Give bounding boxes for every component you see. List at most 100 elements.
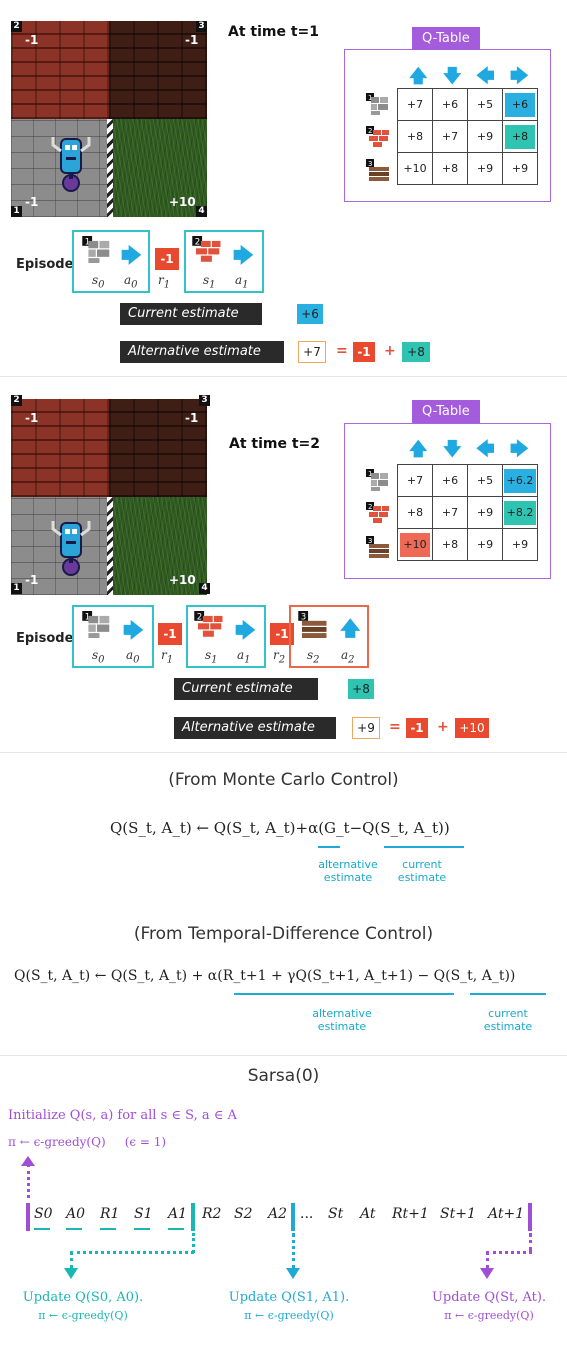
seq-r2: R2 [202,1206,222,1222]
qtable-cell: +9 [467,496,503,529]
equals-sign: = [389,719,401,735]
corner-number-3: 3 [199,395,210,406]
seq-underline [100,1228,116,1230]
state-2-icon: 2 [192,236,221,262]
state-1-icon: 1 [366,469,388,491]
label-line: alternative [312,1007,372,1020]
label-line: current [402,858,442,871]
next-q-term: +10 [455,718,489,738]
state-3-icon: 3 [298,611,327,638]
update-block-2: Update Q(S1, A1). π ← ϵ-greedy(Q) [214,1290,364,1322]
label-line: estimate [483,1020,533,1033]
qtable-cell: +5 [467,88,503,121]
qtable-cell: +9 [502,528,538,561]
seq-underline [66,1228,82,1230]
svg-text:1: 1 [368,94,372,102]
state-2-icon: 2 [194,611,223,637]
qtable-cell: +9 [467,152,503,185]
cell-value-1: -1 [25,195,39,209]
alternative-estimate-value: +9 [352,717,380,739]
svg-text:2: 2 [195,238,200,248]
seq-st1: St+1 [440,1206,476,1222]
label-a2: a2 [341,648,355,666]
svg-text:1: 1 [85,238,90,248]
qtable: +7 +6 +5 +6.2 +8 +7 +9 +8.2 +10 +8 +9 +9 [397,464,538,561]
update-line: Update Q(S1, A1). [228,1290,350,1305]
right-arrow-icon: 🡆 [121,243,142,267]
update-line: Update Q(St, At). [431,1290,547,1305]
equals-sign: = [336,343,348,359]
qtable: +7 +6 +5 +6 +8 +7 +9 +8 +10 +8 +9 +9 [397,88,538,185]
update-connector-3 [486,1251,489,1269]
label-line: alternative [318,858,378,871]
qtable-cell-highlight: +6 [502,88,538,121]
panel-time-2: -1 -1 -1 +10 2 3 1 4 At time t=2 Q-Table… [0,381,567,749]
svg-text:2: 2 [368,503,372,511]
grid-world: -1 -1 -1 +10 [11,399,207,595]
left-arrow-icon: 🡄 [476,66,495,87]
next-q-term: +8 [402,342,430,362]
qtable-cell: +6 [432,464,468,497]
alternative-estimate-label: Alternative estimate [174,717,336,739]
svg-text:3: 3 [368,160,372,168]
separator [0,752,567,753]
sequence-bar-1 [191,1203,195,1231]
qtable-cell: +10 [397,152,433,185]
state-1-icon: 1 [82,236,110,263]
seq-a2: A2 [268,1206,288,1222]
label-line: current [488,1007,528,1020]
seq-underline [134,1228,150,1230]
current-underline [470,993,546,995]
update-connector-3 [529,1233,532,1251]
label-s0: s0 [92,273,105,291]
corner-number-2: 2 [11,21,22,32]
seq-at1: At+1 [488,1206,525,1222]
current-estimate-value: +6 [297,304,323,324]
cell-value-2: -1 [25,33,39,47]
qtable-cell: +8 [397,496,433,529]
label-a0: a0 [124,273,138,291]
panel-time-1: -1 -1 -1 +10 2 3 1 4 At time t=1 Q-Table… [0,0,567,372]
reward-badge: -1 [270,623,294,645]
cell-value-3: -1 [185,33,199,47]
seq-rt1: Rt+1 [392,1206,429,1222]
td-formula-text: Q(S_t, A_t) ← Q(S_t, A_t) + α(R_t+1 + γQ… [14,968,516,984]
label-a1: a1 [235,273,249,291]
right-arrow-icon: 🡆 [235,618,256,642]
right-arrow-icon: 🡆 [233,243,254,267]
qtable-cell: +7 [432,120,468,153]
qtable-row-2: +8 +7 +9 +8 [397,120,538,153]
svg-text:2: 2 [368,127,372,135]
qtable-row-1: +7 +6 +5 +6.2 [397,464,538,497]
left-arrow-icon: 🡄 [476,439,495,460]
seq-s2: S2 [234,1206,253,1222]
label-line: estimate [397,871,447,884]
robot-icon [51,137,91,192]
svg-text:2: 2 [197,613,202,623]
qtable-cell: +8 [432,528,468,561]
right-arrow-icon: 🡆 [510,439,529,460]
seq-ellipsis: ... [300,1206,314,1222]
up-arrow-icon: 🡅 [409,439,428,460]
svg-text:1: 1 [368,470,372,478]
grid-divider [107,497,113,595]
label-line: estimate [317,1020,367,1033]
reward-term: -1 [353,342,375,362]
cell-value-3: -1 [185,411,199,425]
qtable-cell: +7 [397,464,433,497]
separator [0,1055,567,1056]
init-line: Initialize Q(s, a) for all s ∈ S, a ∈ A [8,1108,237,1123]
current-estimate-label: current estimate [380,858,464,884]
up-arrow-icon [21,1156,35,1166]
cell-value-4: +10 [169,573,196,587]
episode-step-1 [184,230,264,293]
separator [0,376,567,377]
corner-number-1: 1 [11,206,22,217]
sarsa-heading: Sarsa(0) [247,1066,320,1086]
qtable-cell: +7 [397,88,433,121]
alternative-underline [318,846,340,848]
policy-line: π ← ϵ-greedy(Q) (ϵ = 1) [8,1135,167,1149]
plus-sign: + [384,343,396,359]
sequence-end-bar [528,1203,532,1231]
cell-value-1: -1 [25,573,39,587]
